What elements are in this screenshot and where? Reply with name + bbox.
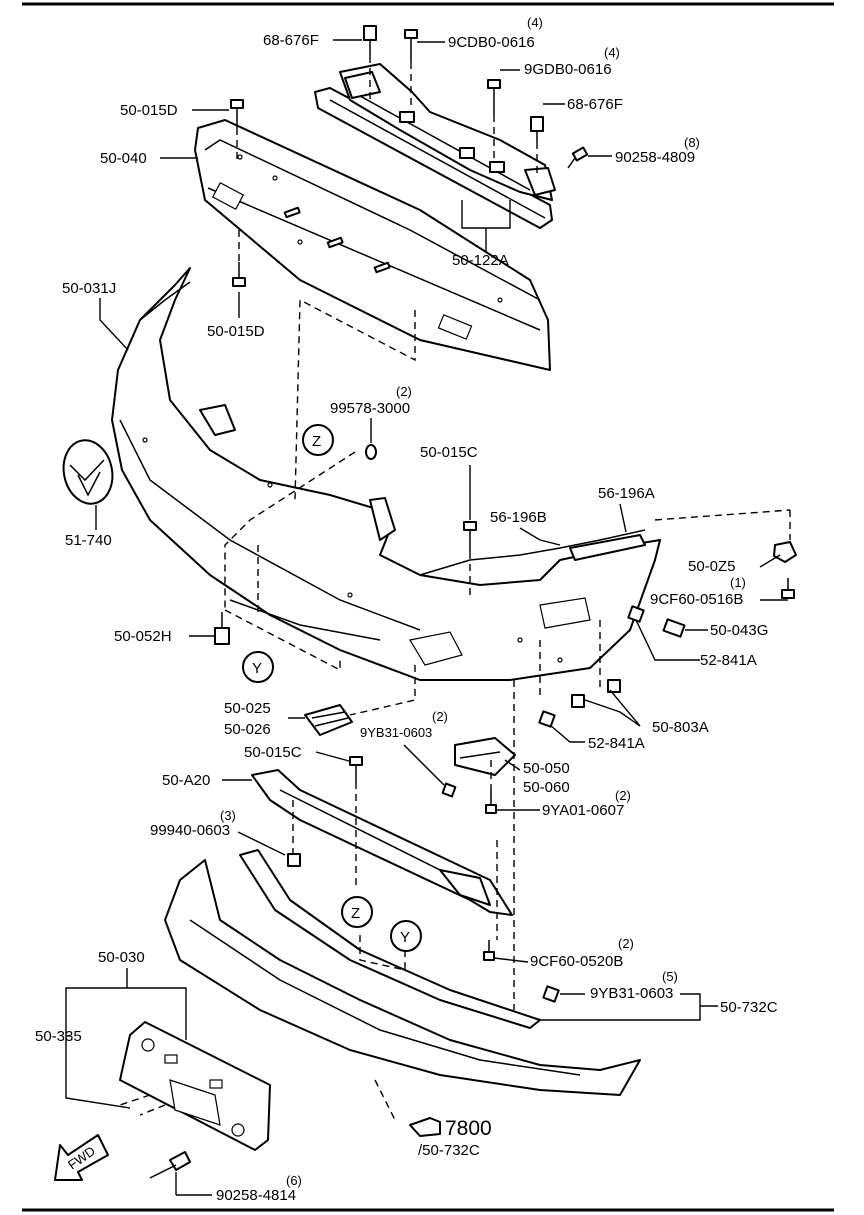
bolt-icon xyxy=(463,521,477,552)
label-50-732C-ref: /50-732C xyxy=(418,1142,480,1159)
label-50-025: 50-025 xyxy=(224,700,271,717)
label-56-196A: 56-196A xyxy=(598,485,655,502)
label-56-196B: 56-196B xyxy=(490,509,547,526)
part-number-labels: 68-676F (4) 9CDB0-0616 (4) 9GDB0-0616 68… xyxy=(35,15,778,1204)
bolt-icon xyxy=(530,116,544,142)
qty-label: (4) xyxy=(527,15,543,30)
clips-and-nuts xyxy=(287,444,797,1003)
label-50-040: 50-040 xyxy=(100,150,147,167)
marker-z-upper xyxy=(302,424,334,456)
bolt-icon xyxy=(214,612,230,645)
label-9YA01-0607: 9YA01-0607 xyxy=(542,802,624,819)
label-9CF60-0516B: 9CF60-0516B xyxy=(650,591,743,608)
label-52-841A-upper: 52-841A xyxy=(700,652,757,669)
leader-lines xyxy=(65,39,788,1196)
label-50-031J: 50-031J xyxy=(62,280,116,297)
label-9YB31-0603-mid: 9YB31-0603 xyxy=(360,725,432,740)
bolt-icon xyxy=(781,578,795,599)
qty-label: (3) xyxy=(220,808,236,823)
bolt-icon xyxy=(567,146,589,169)
qty-label: (5) xyxy=(662,969,678,984)
bumper-undercover xyxy=(251,769,513,916)
front-bumper-fascia xyxy=(111,267,661,681)
forward-arrow-icon xyxy=(54,1134,109,1181)
license-plate-bracket xyxy=(119,1021,271,1151)
bumper-absorber xyxy=(194,119,551,371)
hand-pointer-icon xyxy=(409,1117,441,1137)
label-9YB31-0603-lower: 9YB31-0603 xyxy=(590,985,673,1002)
fog-cover xyxy=(304,704,353,736)
bolt-icon xyxy=(485,790,497,814)
qty-label: (2) xyxy=(615,788,631,803)
lower-bumper-lip xyxy=(164,849,641,1096)
label-50-026: 50-026 xyxy=(224,721,271,738)
label-50-122A: 50-122A xyxy=(452,252,509,269)
label-9CDB0-0616: 9CDB0-0616 xyxy=(448,34,535,51)
bolt-icon xyxy=(232,262,246,287)
mazda-emblem xyxy=(62,439,114,505)
qty-label: (1) xyxy=(730,575,746,590)
label-51-740: 51-740 xyxy=(65,532,112,549)
label-50-015D-top: 50-015D xyxy=(120,102,178,119)
bolt-icon xyxy=(230,99,244,128)
bumper-reinforcement-bracket xyxy=(314,63,556,229)
label-50-030: 50-030 xyxy=(98,949,145,966)
label-50-052H: 50-052H xyxy=(114,628,172,645)
label-50-335: 50-335 xyxy=(35,1028,82,1045)
label-50-803A: 50-803A xyxy=(652,719,709,736)
label-9CF60-0520B: 9CF60-0520B xyxy=(530,953,623,970)
bolt-icon xyxy=(441,782,457,798)
marker-z2-text: Z xyxy=(351,905,360,922)
label-90258-4814: 90258-4814 xyxy=(216,1187,296,1204)
label-50-043G: 50-043G xyxy=(710,622,768,639)
label-68-676F-top: 68-676F xyxy=(263,32,319,49)
label-50-732C: 50-732C xyxy=(720,999,778,1016)
bolt-icon xyxy=(404,29,418,62)
reference-markers xyxy=(242,424,422,952)
marker-y-lower xyxy=(390,920,422,952)
qty-label: (4) xyxy=(604,45,620,60)
bolt-icons xyxy=(149,25,795,1179)
assembly-lines xyxy=(119,56,791,1121)
rivet-icon xyxy=(149,1151,191,1179)
label-50-015C-mid: 50-015C xyxy=(420,444,478,461)
qty-label: (2) xyxy=(396,384,412,399)
side-bracket xyxy=(454,737,516,776)
label-50-050: 50-050 xyxy=(523,760,570,777)
label-50-0Z5: 50-0Z5 xyxy=(688,558,736,575)
qty-label: (6) xyxy=(286,1173,302,1188)
marker-y-upper xyxy=(242,651,274,683)
label-50-015D-mid: 50-015D xyxy=(207,323,265,340)
label-90258-4809: 90258-4809 xyxy=(615,149,695,166)
bolt-icon xyxy=(483,940,495,961)
label-68-676F-right: 68-676F xyxy=(567,96,623,113)
label-99940-0603: 99940-0603 xyxy=(150,822,230,839)
label-52-841A-lower: 52-841A xyxy=(588,735,645,752)
label-50-060: 50-060 xyxy=(523,779,570,796)
label-9GDB0-0616: 9GDB0-0616 xyxy=(524,61,612,78)
bolt-icon xyxy=(363,25,377,56)
label-50-A20: 50-A20 xyxy=(162,772,210,789)
marker-z-lower xyxy=(341,896,373,928)
bolt-icon xyxy=(487,79,501,115)
label-50-015C-lower: 50-015C xyxy=(244,744,302,761)
qty-label: (2) xyxy=(618,936,634,951)
label-7800: 7800 xyxy=(445,1117,492,1140)
qty-label: (8) xyxy=(684,135,700,150)
marker-y-text: Y xyxy=(252,660,262,677)
qty-label: (2) xyxy=(432,709,448,724)
label-99578-3000: 99578-3000 xyxy=(330,400,410,417)
bolt-icon xyxy=(349,756,363,782)
marker-y2-text: Y xyxy=(400,929,410,946)
marker-z-text: Z xyxy=(312,433,321,450)
